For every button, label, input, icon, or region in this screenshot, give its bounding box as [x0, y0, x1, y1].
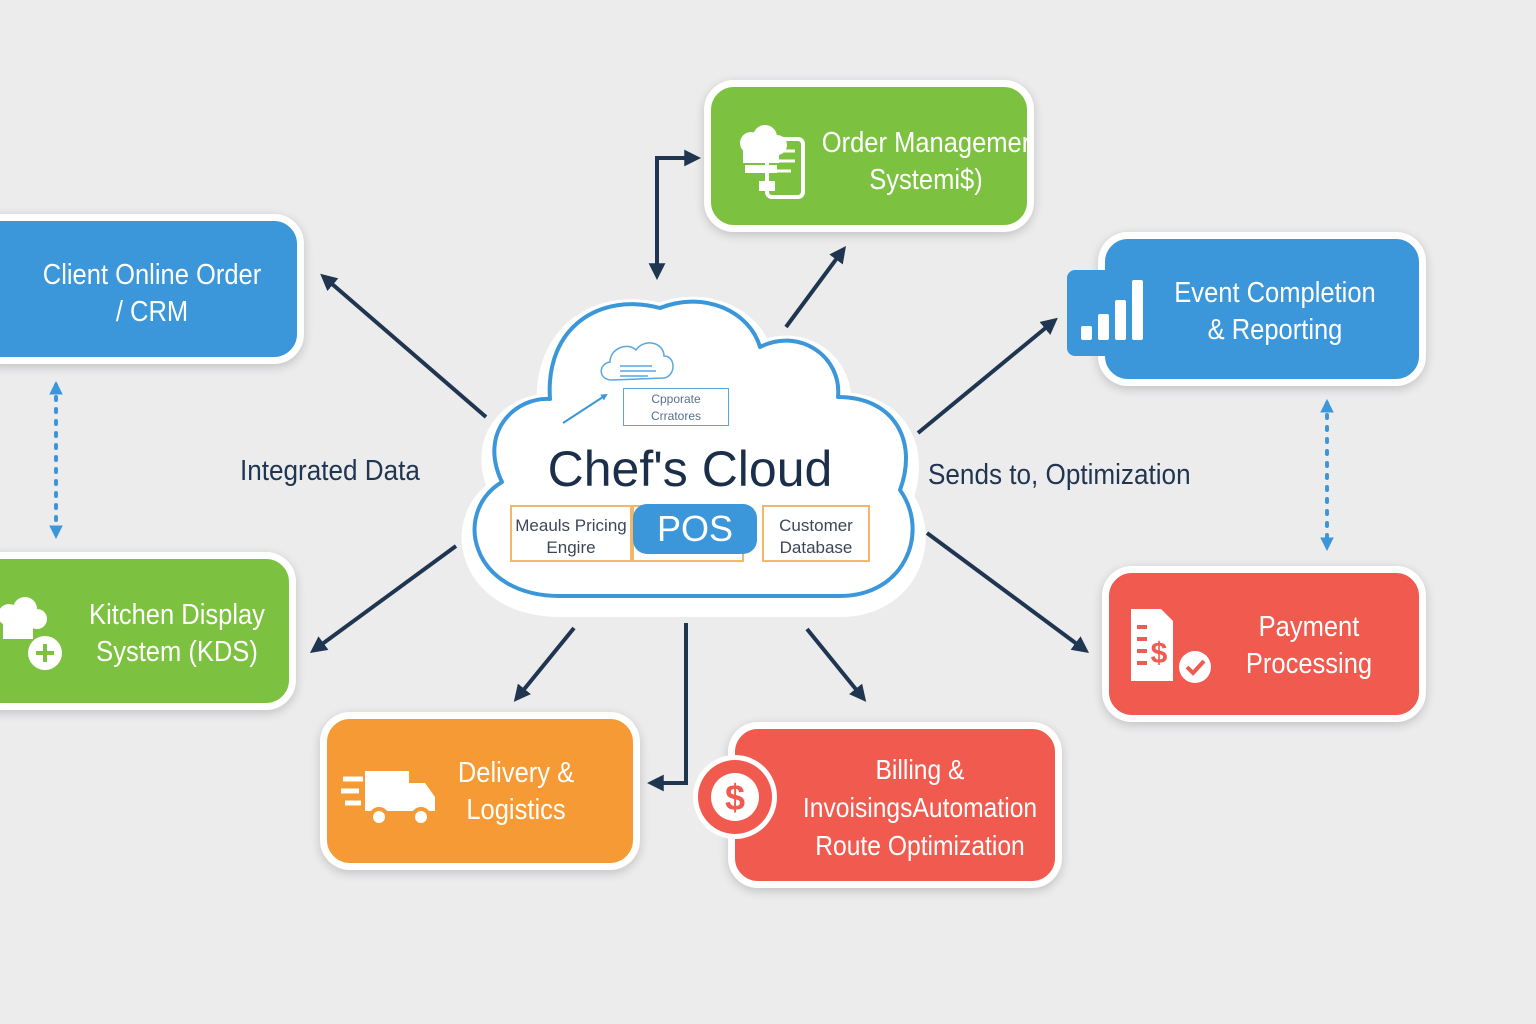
event-completion-line2: & Reporting: [1207, 314, 1343, 346]
client-online-order-line2: / CRM: [115, 296, 189, 328]
kitchen-display-label: Kitchen Display System (KDS): [71, 597, 282, 671]
delivery-logistics-label: Delivery & Logistics: [441, 755, 591, 829]
billing-invoicing-line2: InvoisingsAutomation: [802, 792, 1038, 823]
event-completion-line1: Event Completion: [1174, 277, 1376, 309]
client-online-order-line1: Client Online Order: [42, 259, 262, 291]
arrow-to-delivery-logistics: [513, 626, 576, 702]
svg-text:$: $: [725, 777, 745, 818]
cloud-title: Chef's Cloud: [547, 441, 833, 497]
customer-line2: Database: [779, 538, 853, 557]
cloud-inner-arrow: [562, 393, 608, 424]
corporate-line2: Crratores: [650, 409, 701, 423]
arrow-to-event-completion: [916, 317, 1058, 435]
bar-chart-icon: [1067, 270, 1155, 356]
client-online-order-label: Client Online Order / CRM: [24, 257, 279, 331]
chef-hat-plus-icon: [0, 597, 62, 670]
billing-invoicing-node[interactable]: Billing & InvoisingsAutomation Route Opt…: [728, 722, 1062, 888]
corporate-line1: Cpporate: [651, 392, 701, 406]
kitchen-display-line1: Kitchen Display: [89, 599, 265, 631]
pricing-line1: Meauls Pricing: [515, 516, 627, 535]
billing-invoicing-line1: Billing &: [875, 754, 965, 785]
billing-invoicing-line3: Route Optimization: [815, 830, 1025, 861]
pricing-line2: Engire: [546, 538, 596, 557]
delivery-logistics-line2: Logistics: [466, 794, 566, 826]
arrow-to-order-management: [648, 149, 702, 281]
arrow-to-payment-processing: [925, 531, 1090, 653]
pos-pill[interactable]: POS: [633, 504, 757, 554]
order-management-label: Order Managemer Systemi$): [816, 125, 1036, 199]
bar-chart-glyph: [1081, 280, 1143, 340]
kitchen-display-node[interactable]: Kitchen Display System (KDS): [0, 552, 296, 710]
payment-processing-node[interactable]: $ Payment Processing: [1102, 566, 1426, 722]
dollar-coin-icon: $: [698, 760, 772, 834]
sends-to-optimization-label: Sends to, Optimization: [928, 459, 1191, 491]
svg-text:$: $: [1151, 637, 1168, 670]
integrated-data-label: Integrated Data: [240, 455, 420, 487]
payment-processing-label: Payment Processing: [1221, 609, 1397, 683]
pricing-engine-box: Meauls Pricing Engire: [510, 505, 632, 562]
dollar-coin-glyph: $: [711, 773, 759, 821]
arrow-to-delivery-elbow: [646, 623, 688, 792]
order-management-line1: Order Managemer: [821, 127, 1031, 159]
arrow-cloud-to-order-management: [784, 245, 846, 329]
customer-line1: Customer: [779, 516, 853, 535]
arrow-to-billing-invoicing: [805, 627, 867, 702]
delivery-logistics-line1: Delivery &: [457, 757, 575, 789]
invoice-dollar-check-icon: $: [1131, 609, 1211, 683]
corporate-box: Cpporate Crratores: [623, 388, 729, 426]
arrow-to-client-online-order: [320, 273, 488, 419]
payment-processing-line2: Processing: [1245, 648, 1373, 680]
billing-invoicing-label: Billing & InvoisingsAutomation Route Opt…: [792, 751, 1047, 865]
arrow-to-kitchen-display: [309, 544, 458, 653]
delivery-logistics-node[interactable]: Delivery & Logistics: [320, 712, 640, 870]
chef-hat-tablet-icon: [740, 125, 805, 199]
delivery-truck-icon: [341, 771, 435, 827]
kitchen-display-line2: System (KDS): [96, 636, 258, 668]
order-management-node[interactable]: Order Managemer Systemi$): [704, 80, 1034, 232]
event-completion-label: Event Completion & Reporting: [1152, 275, 1398, 349]
order-management-line2: Systemi$): [869, 164, 983, 196]
payment-processing-line1: Payment: [1258, 611, 1360, 643]
customer-database-box: Customer Database: [762, 505, 870, 562]
small-cloud-icon: [600, 342, 674, 381]
client-online-order-node[interactable]: Client Online Order / CRM: [0, 214, 304, 364]
